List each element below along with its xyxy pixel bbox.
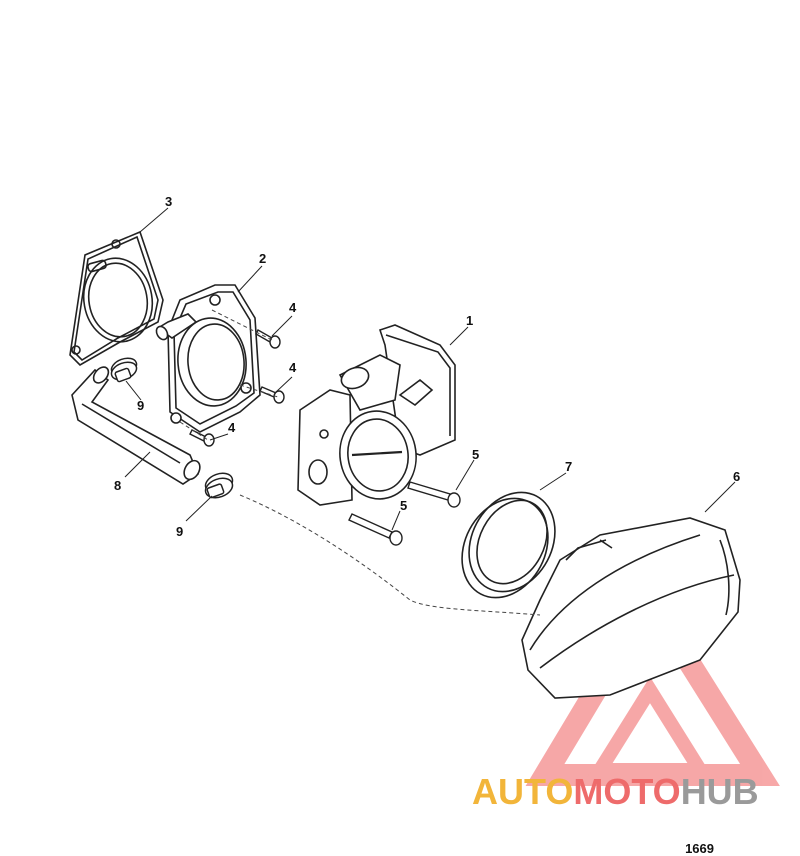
part-7-coupler-ring [461,491,556,599]
callout-3: 3 [165,194,172,209]
part-3-gasket [69,230,164,366]
part-6-flame-arrestor [521,517,741,699]
part-9-hose-clamp-upper [110,357,138,383]
callout-7: 7 [565,459,572,474]
callout-4-middle: 4 [289,360,297,375]
watermark-moto: MOTO [573,771,680,812]
callout-9-upper: 9 [137,398,144,413]
part-5-bolt-upper [407,481,461,508]
part-4-screw-upper [255,329,281,349]
callout-5-upper: 5 [472,447,479,462]
leader-lines [124,207,736,531]
assembly-center-lines [179,309,541,616]
part-9-hose-clamp-lower [204,472,234,499]
callout-5-lower: 5 [400,498,407,513]
watermark-logo-text: AUTOMOTOHUB [472,771,759,812]
watermark-auto: AUTO [472,771,573,812]
callout-1: 1 [466,313,473,328]
part-8-hose [71,366,201,485]
callout-4-upper: 4 [289,300,297,315]
callout-8: 8 [114,478,121,493]
part-5-bolt-lower [348,513,403,546]
part-4-screw-middle [259,386,285,404]
callout-9-lower: 9 [176,524,183,539]
callout-2: 2 [259,251,266,266]
figure-number: 1669 [685,841,714,856]
callout-4-lower: 4 [228,420,236,435]
watermark-hub: HUB [681,771,759,812]
part-2-adapter-plate [155,284,261,433]
callout-6: 6 [733,469,740,484]
part-1-throttle-body [297,324,456,506]
svg-text:AUTOMOTOHUB: AUTOMOTOHUB [472,771,759,812]
part-4-screw-lower [189,429,215,447]
